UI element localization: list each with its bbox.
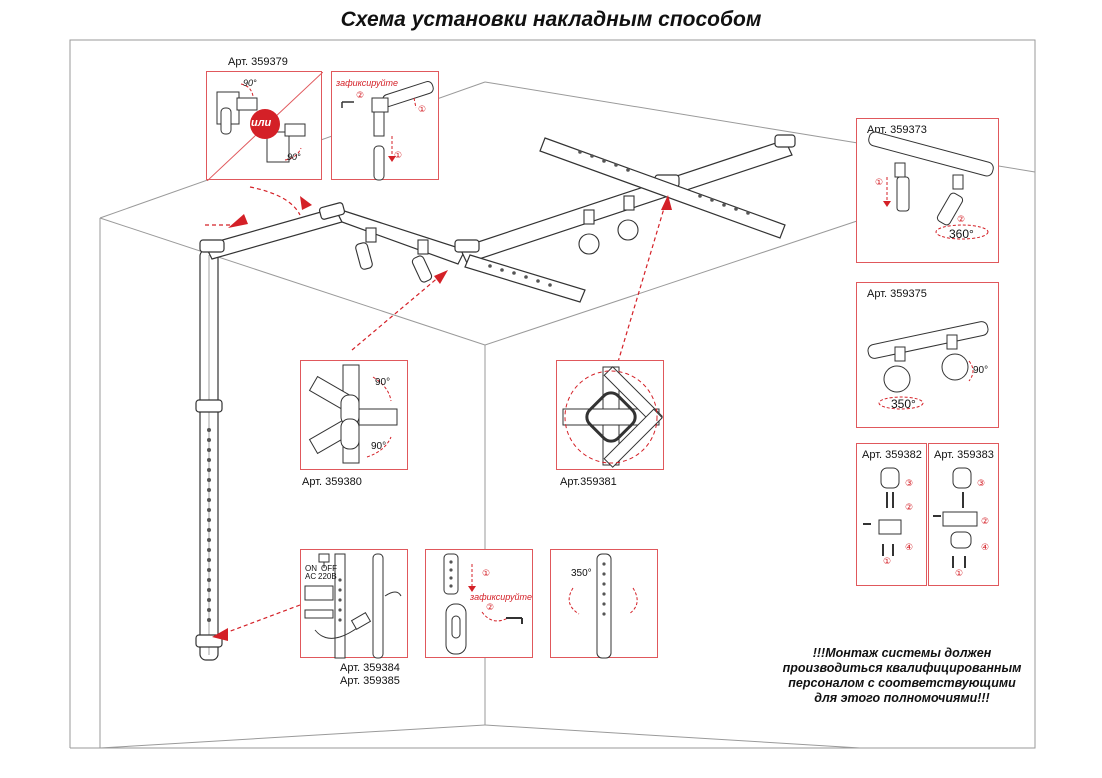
step2-marker-bottom: ② [486, 602, 495, 612]
or-badge: или [251, 117, 272, 129]
panel-359383: Арт. 359383 ③ ② ④ ① [928, 443, 999, 586]
step2-marker-359383: ② [981, 516, 990, 526]
angle-label-b: 90° [287, 152, 301, 162]
panel-359375: Арт. 359375 350° 90° [856, 282, 999, 428]
pointer-from-359384 [219, 604, 301, 636]
switch-off-label: OFF [321, 564, 337, 573]
angle-label-359375: 90° [973, 365, 989, 376]
panel-359373: Арт. 359373 ① ② 360° [856, 118, 999, 263]
panel-fix-top: зафиксируйте ② ① ① [331, 71, 439, 181]
pointer-from-359380 [351, 275, 441, 351]
warning-line-1: !!!Монтаж системы должен [812, 646, 992, 660]
arrow-head-359379 [228, 214, 248, 228]
warning-line-2: производиться квалифицированным [782, 661, 1022, 675]
article-359375-label: Арт. 359375 [867, 288, 927, 300]
step2-marker-top: ② [356, 90, 365, 100]
panel-359380: 90° 90° [300, 360, 408, 470]
floor-edge [484, 724, 861, 749]
vertical-track [195, 249, 223, 661]
step1-marker-359383: ① [955, 568, 964, 578]
step1-marker-359382: ① [883, 556, 892, 566]
fix-instruction-top: зафиксируйте [336, 78, 398, 88]
step4-marker-359383: ④ [981, 542, 990, 552]
track-spot-359373-drawing [868, 131, 994, 240]
article-359380-label: Арт. 359380 [302, 476, 362, 488]
panel-359382: Арт. 359382 ③ ② ④ ① [856, 443, 927, 586]
pointer-to-359379 [249, 186, 301, 216]
article-359381-label: Арт.359381 [560, 476, 617, 488]
fix-screw-drawing [341, 81, 434, 181]
mount-359382-drawing [863, 467, 902, 556]
panel-rotate-350: 350° [550, 549, 658, 659]
arrow-head-359381 [661, 195, 672, 210]
step3-marker-359382: ③ [905, 478, 914, 488]
rotate-track-drawing [568, 553, 638, 659]
step2-marker-359382: ② [905, 502, 914, 512]
arrow-head-track [300, 196, 312, 210]
step4-marker-359382: ④ [905, 542, 914, 552]
voltage-label: 220В [318, 572, 337, 581]
arrow-head-359384 [212, 628, 228, 641]
article-359382-label: Арт. 359382 [862, 449, 922, 461]
article-359379-label: Арт. 359379 [228, 56, 288, 68]
angle-label-a: 90° [243, 78, 257, 88]
panel-359379: или 90° 90° [206, 71, 323, 181]
angle-label-359380-b: 90° [371, 441, 387, 452]
endcap-fix-drawing [443, 553, 523, 655]
article-359385-label: Арт. 359385 [340, 675, 400, 687]
diagram-title: Схема установки накладным способом [340, 8, 762, 31]
switch-on-label: ON [305, 564, 317, 573]
rotation-label-350: 350° [571, 568, 592, 579]
step3-marker-359383: ③ [977, 478, 986, 488]
floor-left-edge [99, 724, 486, 749]
article-359383-label: Арт. 359383 [934, 449, 994, 461]
article-359373-label: Арт. 359373 [867, 124, 927, 136]
track-spot-359375-drawing [867, 321, 989, 410]
step2-marker-359373: ② [957, 214, 966, 224]
rotation-label-359373: 360° [949, 227, 974, 241]
ceiling-front-edge [484, 219, 861, 346]
step1-marker-top-b: ① [418, 104, 427, 114]
angle-label-359380-a: 90° [375, 377, 391, 388]
panel-359384: ON OFF AC 220В [300, 549, 408, 659]
pointer-from-359381 [617, 204, 666, 363]
ceiling-track-cross [464, 137, 786, 303]
room-outer-frame [69, 39, 1036, 749]
x-connector-359380-drawing [308, 364, 398, 464]
mount-359383-drawing [933, 467, 978, 568]
step1-marker-top-a: ① [394, 150, 403, 160]
ceiling-track-left [199, 202, 466, 265]
wall-left-top-edge [99, 217, 486, 346]
safety-warning: !!!Монтаж системы должен производиться к… [752, 646, 1052, 706]
corner-connector-drawing [207, 72, 323, 181]
panel-359381 [556, 360, 664, 470]
cross-connector-359381-drawing [562, 366, 663, 468]
step1-marker-359373: ① [875, 177, 884, 187]
ac-label: AC [305, 572, 317, 581]
power-feed-drawing [304, 553, 402, 659]
warning-line-4: для этого полномочиями!!! [814, 691, 990, 705]
panel-fix-bottom: ① зафиксируйте ② [425, 549, 533, 658]
warning-line-3: персоналом с соответствующими [788, 676, 1016, 690]
step1-marker-bottom: ① [482, 568, 491, 578]
fix-instruction-bottom: зафиксируйте [470, 592, 532, 602]
spotlights [355, 195, 639, 283]
arrow-head-359380 [434, 270, 448, 284]
article-359384-label: Арт. 359384 [340, 662, 400, 674]
rotation-label-359375: 350° [891, 397, 916, 411]
